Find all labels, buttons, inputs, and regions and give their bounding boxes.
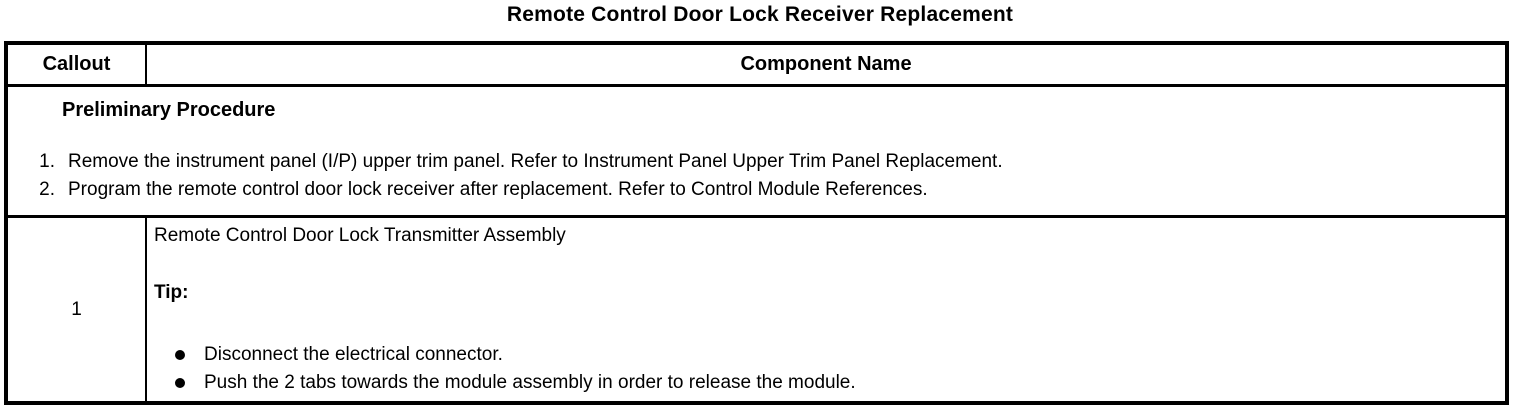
component-table: Callout Component Name Preliminary Proce…: [4, 41, 1509, 405]
list-item: Disconnect the electrical connector.: [154, 341, 1505, 369]
step-number: 1.: [39, 151, 55, 172]
tip-list: Disconnect the electrical connector. Pus…: [154, 341, 1505, 397]
table-row: 1 Remote Control Door Lock Transmitter A…: [8, 218, 1505, 401]
list-item: Push the 2 tabs towards the module assem…: [154, 369, 1505, 397]
preliminary-procedure-heading: Preliminary Procedure: [62, 99, 276, 121]
preliminary-procedure-row: Preliminary Procedure 1. Remove the inst…: [8, 87, 1505, 218]
list-item: 1. Remove the instrument panel (I/P) upp…: [8, 148, 1505, 176]
component-cell: Remote Control Door Lock Transmitter Ass…: [147, 218, 1505, 401]
page-title: Remote Control Door Lock Receiver Replac…: [506, 3, 1014, 26]
callout-number-cell: 1: [8, 218, 147, 401]
column-header-callout: Callout: [8, 45, 147, 84]
bullet-icon: [175, 378, 185, 388]
tip-text: Disconnect the electrical connector.: [204, 344, 503, 365]
tip-label: Tip:: [154, 282, 189, 303]
step-text: Program the remote control door lock rec…: [68, 179, 928, 200]
step-number: 2.: [39, 179, 55, 200]
preliminary-step-list: 1. Remove the instrument panel (I/P) upp…: [8, 148, 1505, 204]
tip-text: Push the 2 tabs towards the module assem…: [204, 372, 856, 393]
step-text: Remove the instrument panel (I/P) upper …: [68, 151, 1003, 172]
column-header-component-name: Component Name: [740, 53, 912, 75]
list-item: 2. Program the remote control door lock …: [8, 176, 1505, 204]
component-name-text: Remote Control Door Lock Transmitter Ass…: [154, 225, 566, 246]
table-header-row: Callout Component Name: [8, 45, 1505, 87]
bullet-icon: [175, 350, 185, 360]
